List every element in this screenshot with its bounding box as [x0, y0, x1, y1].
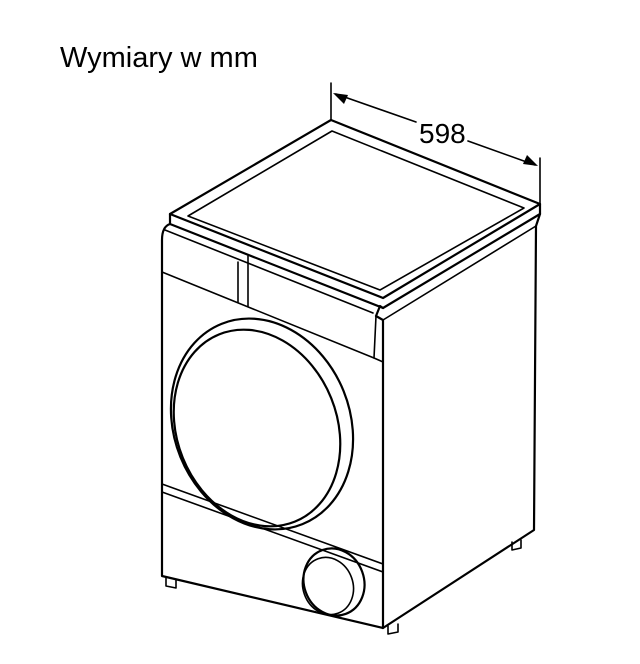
condenser-cover-inner — [301, 556, 355, 616]
foot-back-right — [511, 539, 522, 551]
foot-front-right — [387, 623, 399, 635]
dimension-arrow-right — [523, 155, 538, 166]
condenser-cover-outer — [302, 547, 366, 617]
page-title: Wymiary w mm — [60, 42, 258, 74]
dryer-front-face — [160, 222, 385, 630]
foot-front-left — [165, 577, 177, 589]
dimension-arrow-left — [333, 93, 348, 104]
kick-panel-top-line — [161, 483, 384, 565]
dryer-top-inner — [187, 130, 525, 291]
dimension-line-right-segment — [467, 140, 536, 166]
dryer-side-top-line — [382, 225, 537, 321]
dryer-side-panel — [381, 212, 542, 630]
dryer-appliance — [160, 118, 542, 635]
width-dimension-label: 598 — [419, 118, 466, 149]
dryer-top-edge — [168, 202, 542, 310]
control-panel-top-line — [164, 229, 374, 314]
dimension-line-left-segment — [335, 93, 417, 123]
control-panel-bottom-line — [161, 271, 375, 359]
width-dimension: 598 — [330, 82, 541, 206]
kick-panel-top-line-2 — [161, 491, 384, 573]
door-outer-ring — [169, 317, 355, 531]
control-panel-edge — [373, 315, 384, 363]
door-inner-ring — [172, 328, 342, 528]
